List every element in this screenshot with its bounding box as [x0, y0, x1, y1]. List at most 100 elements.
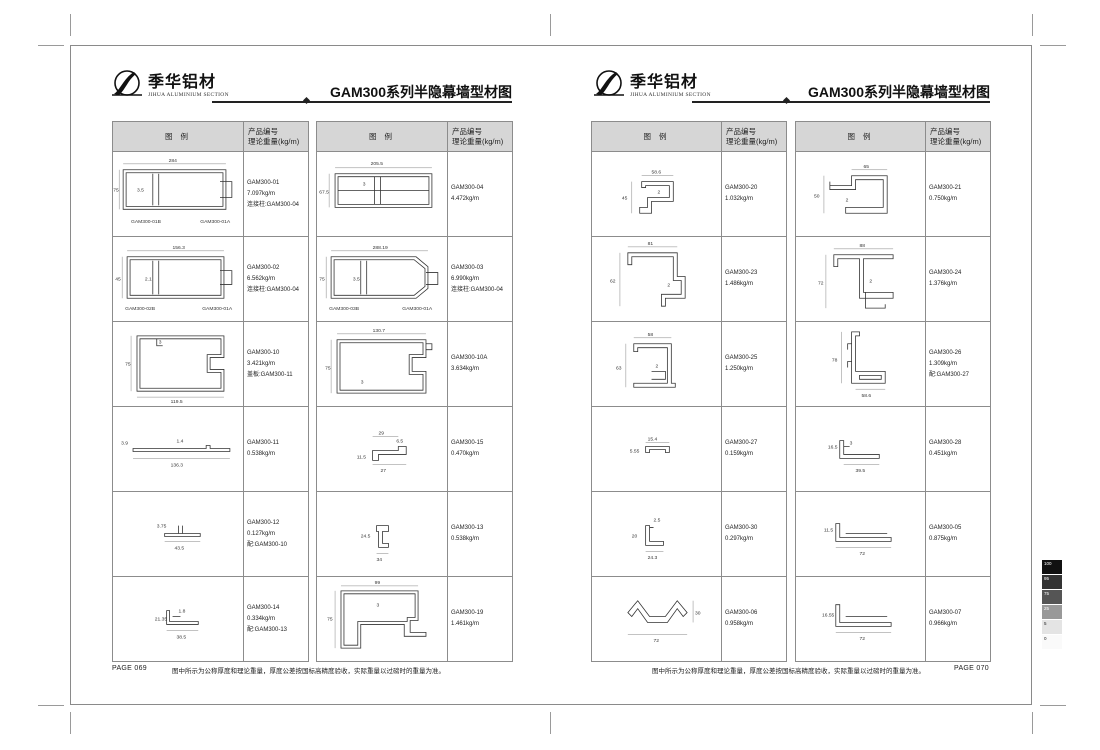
product-code: GAM300-30 [725, 525, 758, 531]
product-code: GAM300-23 [725, 270, 758, 276]
product-weight: 3.634kg/m [451, 366, 480, 372]
product-companion: 配:GAM300-13 [247, 626, 288, 633]
svg-text:GAM300-01B: GAM300-01B [131, 219, 162, 225]
svg-text:GAM300-01A: GAM300-01A [200, 219, 231, 225]
column-header-code: 产品编号理论重量(kg/m) [447, 121, 513, 152]
page-title: GAM300系列半隐幕墙型材图 [807, 84, 990, 100]
product-code: GAM300-11 [247, 440, 279, 446]
profile-gam300-21: 65 50 2 [814, 164, 888, 214]
crop-mark [38, 45, 64, 46]
column-header-code: 产品编号理论重量(kg/m) [721, 121, 787, 152]
svg-text:3: 3 [363, 182, 366, 188]
svg-text:27: 27 [381, 468, 387, 474]
product-weight: 0.127kg/m [247, 530, 276, 537]
product-info: GAM300-03 6.990kg/m 连接柱:GAM300-04 [447, 236, 513, 322]
profile-gam300-05: 11.5 72 [824, 523, 892, 557]
product-weight: 1.250kg/m [725, 366, 754, 372]
svg-text:75: 75 [319, 276, 325, 282]
table-row: 75 3 119.5 GAM300-10 3.421kg/m 盖板:GAM300… [112, 321, 309, 407]
profile-gam300-07: 16.55 72 [822, 604, 892, 642]
table-row: 288.19 75 3.5 GAM300-03B GAM300-01A GAM3… [316, 236, 513, 322]
svg-text:50: 50 [814, 193, 820, 199]
brand-logo: 季华铝材 JIHUA ALUMINIUM SECTION [592, 68, 711, 98]
svg-text:3: 3 [377, 603, 380, 609]
crop-mark [70, 14, 71, 36]
svg-text:63: 63 [616, 365, 622, 371]
product-weight: 0.958kg/m [725, 621, 754, 627]
table-row: 29 6.5 11.5 27 GAM300-15 0.470kg/m [316, 406, 513, 492]
svg-text:2.5: 2.5 [654, 518, 661, 524]
density-swatch: 0 [1042, 635, 1062, 650]
profile-figure: 16.5 3 39.5 [795, 406, 926, 492]
table-row: 65 50 2 GAM300-21 0.750kg/m [795, 151, 991, 237]
profile-figure: 81 62 2 [591, 236, 722, 322]
crop-mark [550, 14, 551, 36]
table-row: 81 62 2 GAM300-23 1.486kg/m [591, 236, 787, 322]
product-weight: 7.097kg/m [247, 190, 276, 197]
table-row: 99 75 3 GAM300-19 1.461kg/m [316, 576, 513, 662]
table-row: 78 58.6 GAM300-26 1.309kg/m 配:GAM300-27 [795, 321, 991, 407]
svg-text:65: 65 [863, 164, 869, 170]
product-weight: 0.538kg/m [451, 536, 480, 542]
column-header-code: 产品编号理论重量(kg/m) [925, 121, 991, 152]
svg-text:58.6: 58.6 [652, 170, 662, 176]
svg-text:11.5: 11.5 [357, 454, 366, 460]
profile-gam300-10a: 130.7 75 3 [325, 328, 433, 394]
svg-text:GAM300-02B: GAM300-02B [125, 306, 156, 312]
product-code: GAM300-14 [247, 604, 280, 611]
brand-logo: 季华铝材 JIHUA ALUMINIUM SECTION [110, 68, 229, 98]
table-row: 30 72 GAM300-06 0.958kg/m [591, 576, 787, 662]
profile-figure: 58.6 45 2 [591, 151, 722, 237]
product-info: GAM300-23 1.486kg/m [721, 236, 787, 322]
product-code: GAM300-27 [725, 440, 758, 446]
product-code: GAM300-01 [247, 179, 280, 186]
svg-text:58.6: 58.6 [861, 393, 871, 399]
table-row: 21.35 1.8 38.5 GAM300-14 0.334kg/m 配:GAM… [112, 576, 309, 662]
svg-text:75: 75 [327, 616, 333, 622]
product-code: GAM300-28 [929, 440, 962, 446]
product-code: GAM300-05 [929, 525, 962, 531]
svg-text:75: 75 [125, 361, 131, 367]
svg-text:2: 2 [846, 197, 849, 203]
profile-gam300-04: 205.5 67.5 3 [319, 161, 433, 208]
profile-figure: 88 72 2 [795, 236, 926, 322]
svg-text:16.5: 16.5 [828, 445, 838, 451]
profile-figure: 156.3 45 2.1 GAM300-02B GAM300-01A [112, 236, 244, 322]
product-code: GAM300-19 [451, 610, 484, 616]
product-weight: 1.461kg/m [451, 621, 480, 627]
product-info: GAM300-19 1.461kg/m [447, 576, 513, 662]
column-header-figure: 图 例 [795, 121, 926, 152]
product-weight: 0.750kg/m [929, 196, 958, 202]
profile-gam300-15: 29 6.5 11.5 27 [357, 431, 407, 474]
product-companion: 连接柱:GAM300-04 [247, 286, 300, 293]
crop-mark [70, 712, 71, 734]
density-swatch: 100 [1042, 560, 1062, 575]
profile-gam300-23: 81 62 2 [610, 241, 686, 307]
color-density-bar: 100 95 75 25 5 0 [1042, 560, 1062, 650]
product-weight: 0.451kg/m [929, 451, 958, 457]
profile-figure: 130.7 75 3 [316, 321, 448, 407]
profile-figure: 58 63 2 [591, 321, 722, 407]
svg-text:72: 72 [654, 638, 660, 644]
profile-gam300-13: 24.5 34 [361, 525, 389, 563]
table-row: 88 72 2 GAM300-24 1.376kg/m [795, 236, 991, 322]
product-code: GAM300-04 [451, 185, 484, 191]
svg-text:30: 30 [695, 611, 701, 617]
profile-figure: 3.9 1.4 136.3 [112, 406, 244, 492]
product-info: GAM300-05 0.875kg/m [925, 491, 991, 577]
svg-text:3.9: 3.9 [121, 441, 128, 447]
profile-gam300-06: 30 72 [627, 600, 701, 644]
table-row: 156.3 45 2.1 GAM300-02B GAM300-01A GAM30… [112, 236, 309, 322]
product-code: GAM300-25 [725, 355, 758, 361]
profile-gam300-20: 58.6 45 2 [622, 170, 674, 214]
profile-figure: 24.5 34 [316, 491, 448, 577]
table-row: 11.5 72 GAM300-05 0.875kg/m [795, 491, 991, 577]
svg-text:99: 99 [375, 580, 381, 586]
svg-text:29: 29 [379, 431, 385, 437]
product-weight: 1.486kg/m [725, 281, 754, 287]
profile-figure: 15.4 5.55 [591, 406, 722, 492]
page-title: GAM300系列半隐幕墙型材图 [329, 84, 512, 100]
product-info: GAM300-01 7.097kg/m 连接柱:GAM300-04 [243, 151, 309, 237]
svg-text:6.5: 6.5 [396, 439, 403, 445]
svg-text:75: 75 [325, 365, 331, 371]
